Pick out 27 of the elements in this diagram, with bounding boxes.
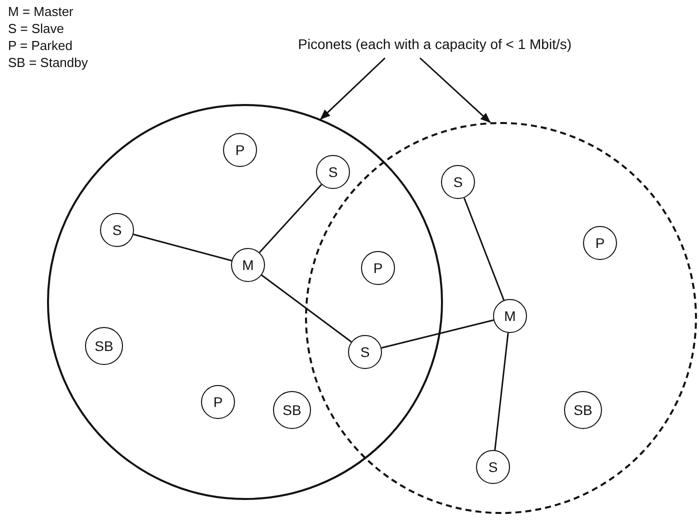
link-line xyxy=(494,332,509,450)
device-node: P xyxy=(223,133,257,167)
device-node: S xyxy=(100,213,134,247)
device-node: S xyxy=(441,165,475,199)
device-node: P xyxy=(361,251,395,285)
device-node: S xyxy=(348,335,382,369)
device-node: M xyxy=(231,248,265,282)
device-node: SB xyxy=(273,391,311,429)
device-node: P xyxy=(583,226,617,260)
arrow xyxy=(320,57,386,120)
device-node: P xyxy=(201,385,235,419)
legend-text: SB = Standby xyxy=(8,55,88,70)
device-node: SB xyxy=(85,327,123,365)
link-line xyxy=(261,274,352,342)
device-node: M xyxy=(493,299,527,333)
link-line xyxy=(258,184,322,253)
link-line xyxy=(133,234,232,262)
device-node: S xyxy=(476,450,510,484)
link-line xyxy=(381,319,494,349)
device-node: SB xyxy=(564,391,602,429)
legend-text: S = Slave xyxy=(8,21,64,36)
piconet-caption: Piconets (each with a capacity of < 1 Mbit/s) xyxy=(298,36,572,52)
device-node: S xyxy=(316,155,350,189)
legend-text: M = Master xyxy=(8,4,74,19)
link-line xyxy=(463,198,505,300)
legend-text: P = Parked xyxy=(8,38,72,53)
arrow xyxy=(420,57,491,124)
